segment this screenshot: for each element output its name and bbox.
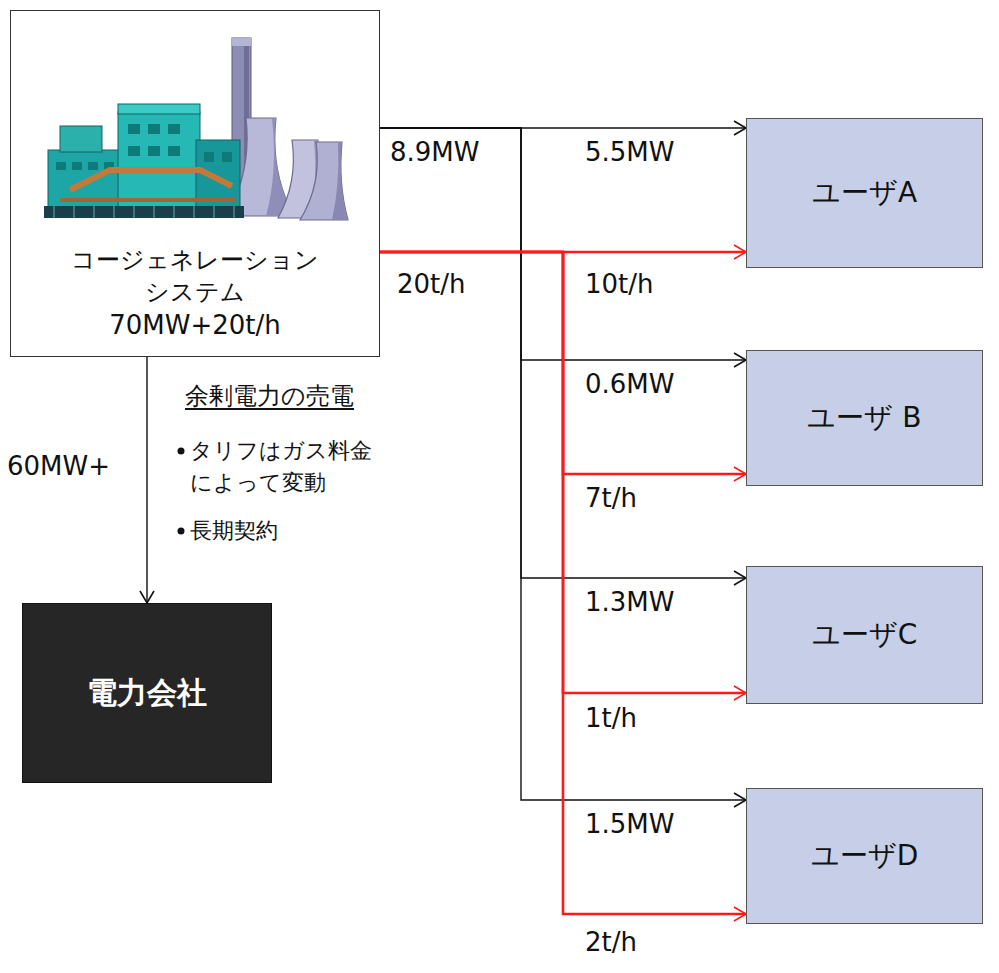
flow-value: 5.5MW — [583, 136, 677, 168]
arrowhead — [734, 121, 746, 135]
flow-value: 0.6MW — [583, 368, 677, 400]
chimney-top — [232, 38, 251, 46]
power-company-box: 電力会社 — [22, 603, 272, 783]
user-box: ユーザC — [746, 566, 983, 704]
building — [118, 112, 200, 208]
arrowhead — [734, 793, 746, 807]
arrowhead — [140, 591, 154, 603]
user-box: ユーザD — [746, 788, 983, 924]
flow-value: 2t/h — [583, 926, 639, 958]
flow-value: 1t/h — [583, 702, 639, 734]
flow-value: 60MW+ — [5, 450, 112, 482]
flow-value: 10t/h — [583, 268, 656, 300]
node-capacity: 70MW+20t/h — [101, 308, 289, 342]
section-heading: 余剰電力の売電 — [185, 380, 354, 412]
windows — [56, 124, 232, 170]
pipe — [70, 170, 232, 190]
building — [60, 126, 102, 152]
base-grid — [54, 206, 234, 218]
node-title: ユーザA — [804, 175, 925, 211]
bullet-text: タリフはガス料金 によって変動 — [190, 435, 375, 499]
node-title: ユーザ B — [799, 400, 929, 436]
arrowhead — [734, 907, 746, 921]
trunk-steam-value: 20t/h — [397, 268, 466, 300]
pipe — [60, 198, 236, 202]
arrowhead — [734, 571, 746, 585]
arrowhead — [734, 467, 746, 481]
arrowhead — [734, 686, 746, 700]
user-box: ユーザA — [746, 118, 983, 268]
node-title: ユーザC — [804, 617, 926, 653]
arrowhead — [734, 245, 746, 259]
user-box: ユーザ B — [746, 350, 983, 486]
flow-value: 7t/h — [583, 482, 639, 514]
building-roof — [118, 104, 200, 114]
arrowhead — [734, 353, 746, 367]
node-title: ユーザD — [803, 838, 927, 874]
cooling-tower — [300, 142, 348, 220]
cooling-tower-shade — [332, 142, 348, 220]
bullet-text: 長期契約 — [190, 515, 278, 547]
flow-value: 1.5MW — [583, 808, 677, 840]
flow-value: 1.3MW — [583, 586, 677, 618]
power-sale-arrow — [146, 357, 147, 603]
bullet-dot — [178, 448, 185, 455]
steam-line — [380, 252, 746, 914]
bullet-dot — [178, 528, 185, 535]
node-title: 電力会社 — [79, 674, 215, 712]
node-title: コージェネレーション システム — [62, 244, 328, 308]
base — [44, 206, 244, 218]
cogeneration-box: コージェネレーション システム70MW+20t/h — [10, 10, 380, 357]
trunk-power-value: 8.9MW — [390, 136, 480, 168]
